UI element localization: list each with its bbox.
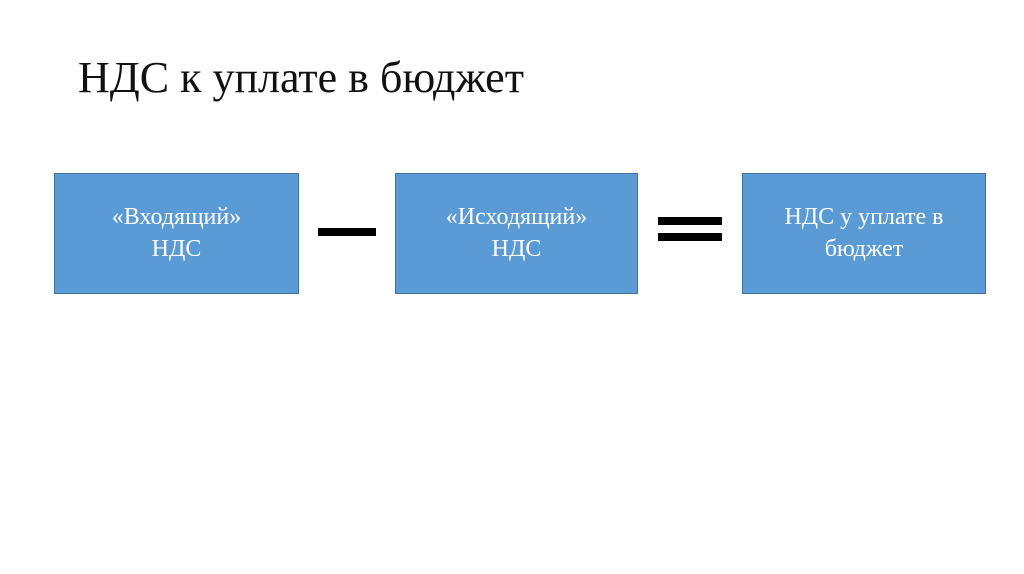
outgoing-vat-label-line1: «Исходящий»	[445, 204, 588, 231]
incoming-vat-label-line1: «Входящий»	[111, 204, 242, 231]
slide-title: НДС к уплате в бюджет	[78, 53, 524, 102]
minus-sign-icon	[318, 225, 376, 239]
incoming-vat-box: «Входящий» НДС	[54, 173, 299, 294]
vat-payable-box: НДС у уплате в бюджет	[742, 173, 986, 294]
outgoing-vat-label-line2: НДС	[491, 235, 542, 262]
equals-sign-icon	[658, 217, 722, 245]
equals-bar-top	[658, 217, 722, 225]
equals-bar-bottom	[658, 233, 722, 241]
incoming-vat-label-line2: НДС	[151, 235, 202, 262]
vat-payable-label-line1: НДС у уплате в	[784, 204, 944, 231]
vat-payable-label-line2: бюджет	[824, 235, 904, 262]
minus-bar	[318, 228, 376, 236]
outgoing-vat-box: «Исходящий» НДС	[395, 173, 638, 294]
